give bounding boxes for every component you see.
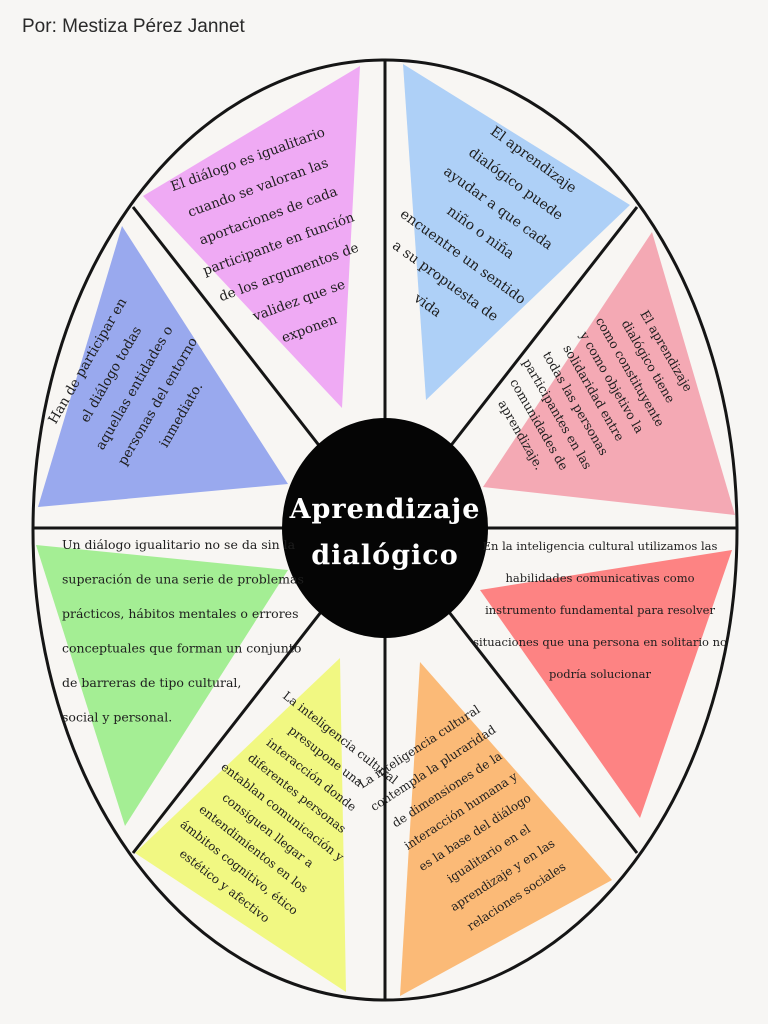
segment-text-line: situaciones que una persona en solitario…: [473, 635, 727, 649]
center-circle: [282, 418, 488, 638]
author-credit: Por: Mestiza Pérez Jannet: [22, 16, 245, 37]
triangle-indigo: [38, 226, 288, 507]
segment-text-line: Un diálogo igualitario no se da sin la: [62, 537, 296, 552]
center-title-line1: Aprendizaje: [289, 494, 481, 525]
segment-text-red: En la inteligencia cultural utilizamos l…: [473, 539, 727, 681]
triangle-pink: [143, 66, 360, 408]
segment-text-line: En la inteligencia cultural utilizamos l…: [483, 539, 718, 553]
triangle-green: [36, 545, 288, 826]
segment-text-line: conceptuales que forman un conjunto: [62, 641, 301, 656]
triangle-orange: [400, 662, 612, 996]
segment-text-line: de barreras de tipo cultural,: [62, 675, 241, 690]
segment-text-line: instrumento fundamental para resolver: [485, 603, 715, 617]
segment-text-line: prácticos, hábitos mentales o errores: [62, 606, 299, 621]
triangle-red: [480, 550, 732, 818]
triangle-rose: [483, 232, 735, 515]
segment-text-line: podría solucionar: [549, 667, 652, 681]
triangle-yellow: [135, 658, 346, 992]
center-title-line2: dialógico: [311, 540, 458, 571]
segment-text-green: Un diálogo igualitario no se da sin la su…: [62, 537, 304, 725]
segment-text-line: social y personal.: [62, 710, 172, 725]
segment-text-line: habilidades comunicativas como: [505, 571, 694, 585]
segment-text-line: superación de una serie de problemas: [62, 572, 304, 587]
triangle-blue: [403, 64, 630, 400]
